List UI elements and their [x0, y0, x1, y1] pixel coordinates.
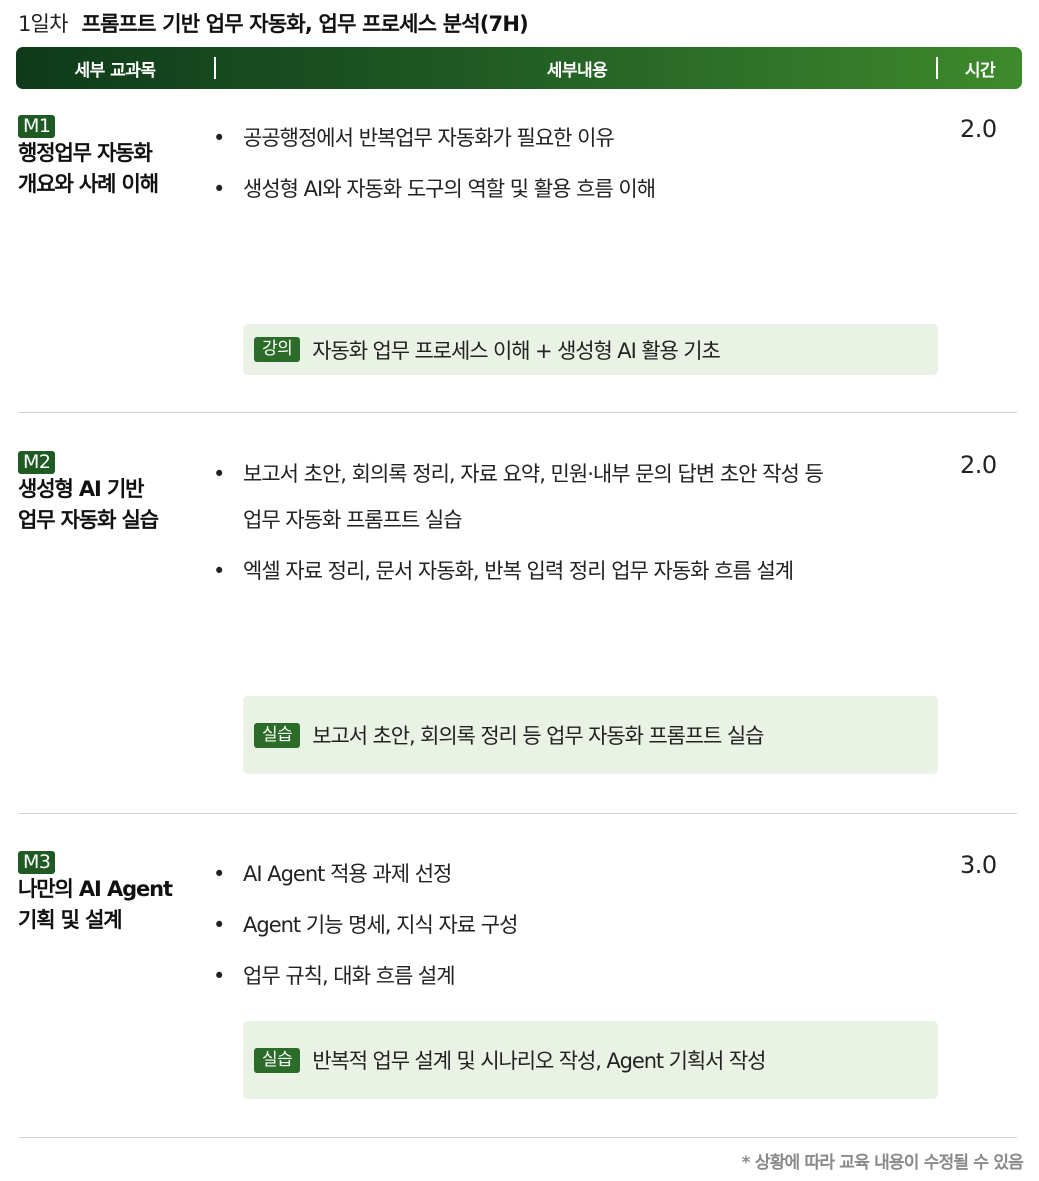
bullet-line: 보고서 초안, 회의록 정리, 자료 요약, 민원·내부 문의 답변 초안 작성… [243, 462, 824, 486]
bullet-line: 업무 자동화 프롬프트 실습 [243, 508, 463, 532]
bullet-item: AI Agent 적용 과제 선정 [213, 851, 933, 897]
module-title-line: 기획 및 설계 [18, 908, 123, 932]
bullet-item: 생성형 AI와 자동화 도구의 역할 및 활용 흐름 이해 [213, 166, 933, 212]
module-subject: M3 나만의 AI Agent 기획 및 설계 [18, 851, 208, 936]
bullet-item: 공공행정에서 반복업무 자동화가 필요한 이유 [213, 115, 933, 161]
footnote: * 상황에 따라 교육 내용이 수정될 수 있음 [741, 1153, 1024, 1173]
bullet-item: 보고서 초안, 회의록 정리, 자료 요약, 민원·내부 문의 답변 초안 작성… [213, 451, 933, 543]
module-time: 3.0 [960, 851, 997, 879]
day-label: 1일차 [18, 12, 68, 36]
row-divider [19, 813, 1017, 814]
note-tag: 실습 [254, 1047, 301, 1073]
module-subject: M1 행정업무 자동화 개요와 사례 이해 [18, 115, 208, 200]
header-subject: 세부 교과목 [74, 60, 156, 81]
bullet-item: Agent 기능 명세, 지식 자료 구성 [213, 902, 933, 948]
table-header: 세부 교과목 세부내용 시간 [16, 47, 1022, 89]
note-text: 반복적 업무 설계 및 시나리오 작성, Agent 기획서 작성 [312, 1049, 766, 1073]
module-title-line: 생성형 AI 기반 [18, 477, 144, 501]
module-title-line: 행정업무 자동화 [18, 141, 153, 165]
header-divider [214, 57, 216, 79]
note-text: 자동화 업무 프로세스 이해 + 생성형 AI 활용 기초 [312, 338, 721, 363]
bullet-item: 업무 규칙, 대화 흐름 설계 [213, 953, 933, 999]
course-topic: 프롬프트 기반 업무 자동화, 업무 프로세스 분석(7H) [81, 12, 529, 36]
module-title: 생성형 AI 기반 업무 자동화 실습 [18, 474, 208, 536]
header-content: 세부내용 [546, 60, 608, 81]
row-divider [19, 412, 1017, 413]
note-text: 보고서 초안, 회의록 정리 등 업무 자동화 프롬프트 실습 [312, 724, 764, 748]
header-time: 시간 [964, 60, 996, 81]
module-badge: M3 [18, 851, 56, 874]
module-note: 실습 보고서 초안, 회의록 정리 등 업무 자동화 프롬프트 실습 [243, 696, 938, 774]
module-note: 강의 자동화 업무 프로세스 이해 + 생성형 AI 활용 기초 [243, 324, 938, 375]
note-tag: 실습 [254, 722, 301, 748]
row-divider [19, 1137, 1017, 1138]
module-time: 2.0 [960, 451, 997, 479]
page-title: 1일차 프롬프트 기반 업무 자동화, 업무 프로세스 분석(7H) [18, 6, 529, 40]
module-title-line: 업무 자동화 실습 [18, 508, 159, 532]
module-title-line: 개요와 사례 이해 [18, 172, 159, 196]
module-badge: M2 [18, 451, 56, 474]
module-title-line: 나만의 AI Agent [18, 877, 173, 901]
bullet-item: 엑셀 자료 정리, 문서 자동화, 반복 입력 정리 업무 자동화 흐름 설계 [213, 548, 933, 594]
module-bullets: 보고서 초안, 회의록 정리, 자료 요약, 민원·내부 문의 답변 초안 작성… [213, 451, 933, 599]
module-time: 2.0 [960, 115, 997, 143]
module-title: 행정업무 자동화 개요와 사례 이해 [18, 138, 208, 200]
module-title: 나만의 AI Agent 기획 및 설계 [18, 874, 208, 936]
module-badge: M1 [18, 115, 56, 138]
module-bullets: AI Agent 적용 과제 선정 Agent 기능 명세, 지식 자료 구성 … [213, 851, 933, 1004]
module-note: 실습 반복적 업무 설계 및 시나리오 작성, Agent 기획서 작성 [243, 1021, 938, 1099]
header-divider [936, 57, 938, 79]
module-subject: M2 생성형 AI 기반 업무 자동화 실습 [18, 451, 208, 536]
note-tag: 강의 [254, 337, 301, 362]
module-bullets: 공공행정에서 반복업무 자동화가 필요한 이유 생성형 AI와 자동화 도구의 … [213, 115, 933, 217]
